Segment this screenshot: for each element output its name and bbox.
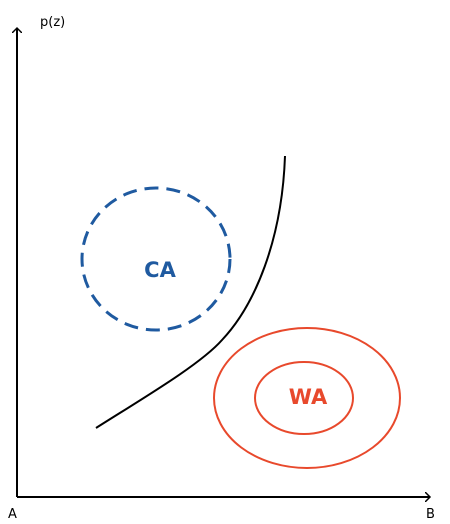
decision-boundary-curve	[95, 155, 286, 429]
origin-label: A	[8, 507, 17, 522]
ca-region-label: CA	[144, 258, 176, 282]
wa-outer-contour	[213, 327, 401, 469]
ca-region-boundary	[80, 186, 232, 332]
x-axis-end-label: B	[426, 507, 435, 522]
wa-region-label: WA	[289, 385, 328, 409]
wa-inner-contour	[254, 361, 354, 435]
y-axis-label: p(z)	[40, 15, 65, 30]
